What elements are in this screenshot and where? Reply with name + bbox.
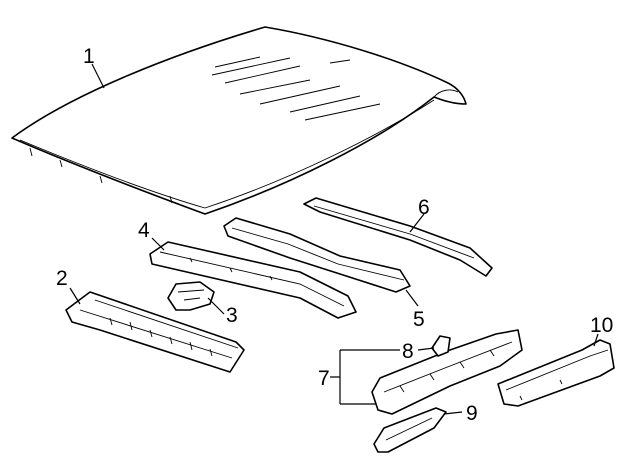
front-header[interactable]	[65, 291, 245, 373]
leader-lines	[69, 63, 599, 415]
callout-7: 7	[318, 367, 330, 390]
callout-1: 1	[83, 45, 95, 68]
roof-bow-front[interactable]	[149, 241, 357, 319]
leader-1	[91, 63, 105, 89]
side-rail[interactable]	[497, 339, 615, 407]
roof-bow-center[interactable]	[223, 217, 411, 293]
leader-5	[405, 289, 419, 307]
leader-4	[151, 237, 165, 251]
callout-5: 5	[413, 308, 425, 331]
clip[interactable]	[431, 335, 451, 357]
callout-4: 4	[138, 219, 150, 242]
bracket[interactable]	[167, 281, 215, 311]
leader-9	[443, 411, 463, 415]
callout-2: 2	[56, 267, 68, 290]
rear-header-upper[interactable]	[303, 197, 493, 277]
callout-8: 8	[402, 340, 414, 363]
roof-panel[interactable]	[11, 26, 467, 215]
callout-6: 6	[418, 196, 430, 219]
leader-2	[69, 287, 81, 305]
leader-6	[409, 213, 425, 233]
callouts: 1 2 3 4 5 6 7 8 9 10	[56, 45, 613, 425]
callout-9: 9	[466, 402, 478, 425]
callout-3: 3	[226, 304, 238, 327]
reinforcement[interactable]	[373, 407, 447, 453]
leader-10	[593, 333, 599, 347]
leader-8	[417, 347, 435, 351]
bracket-7	[330, 349, 400, 405]
rear-header-assembly[interactable]	[371, 329, 523, 415]
callout-10: 10	[590, 314, 613, 337]
leader-3	[207, 297, 225, 315]
